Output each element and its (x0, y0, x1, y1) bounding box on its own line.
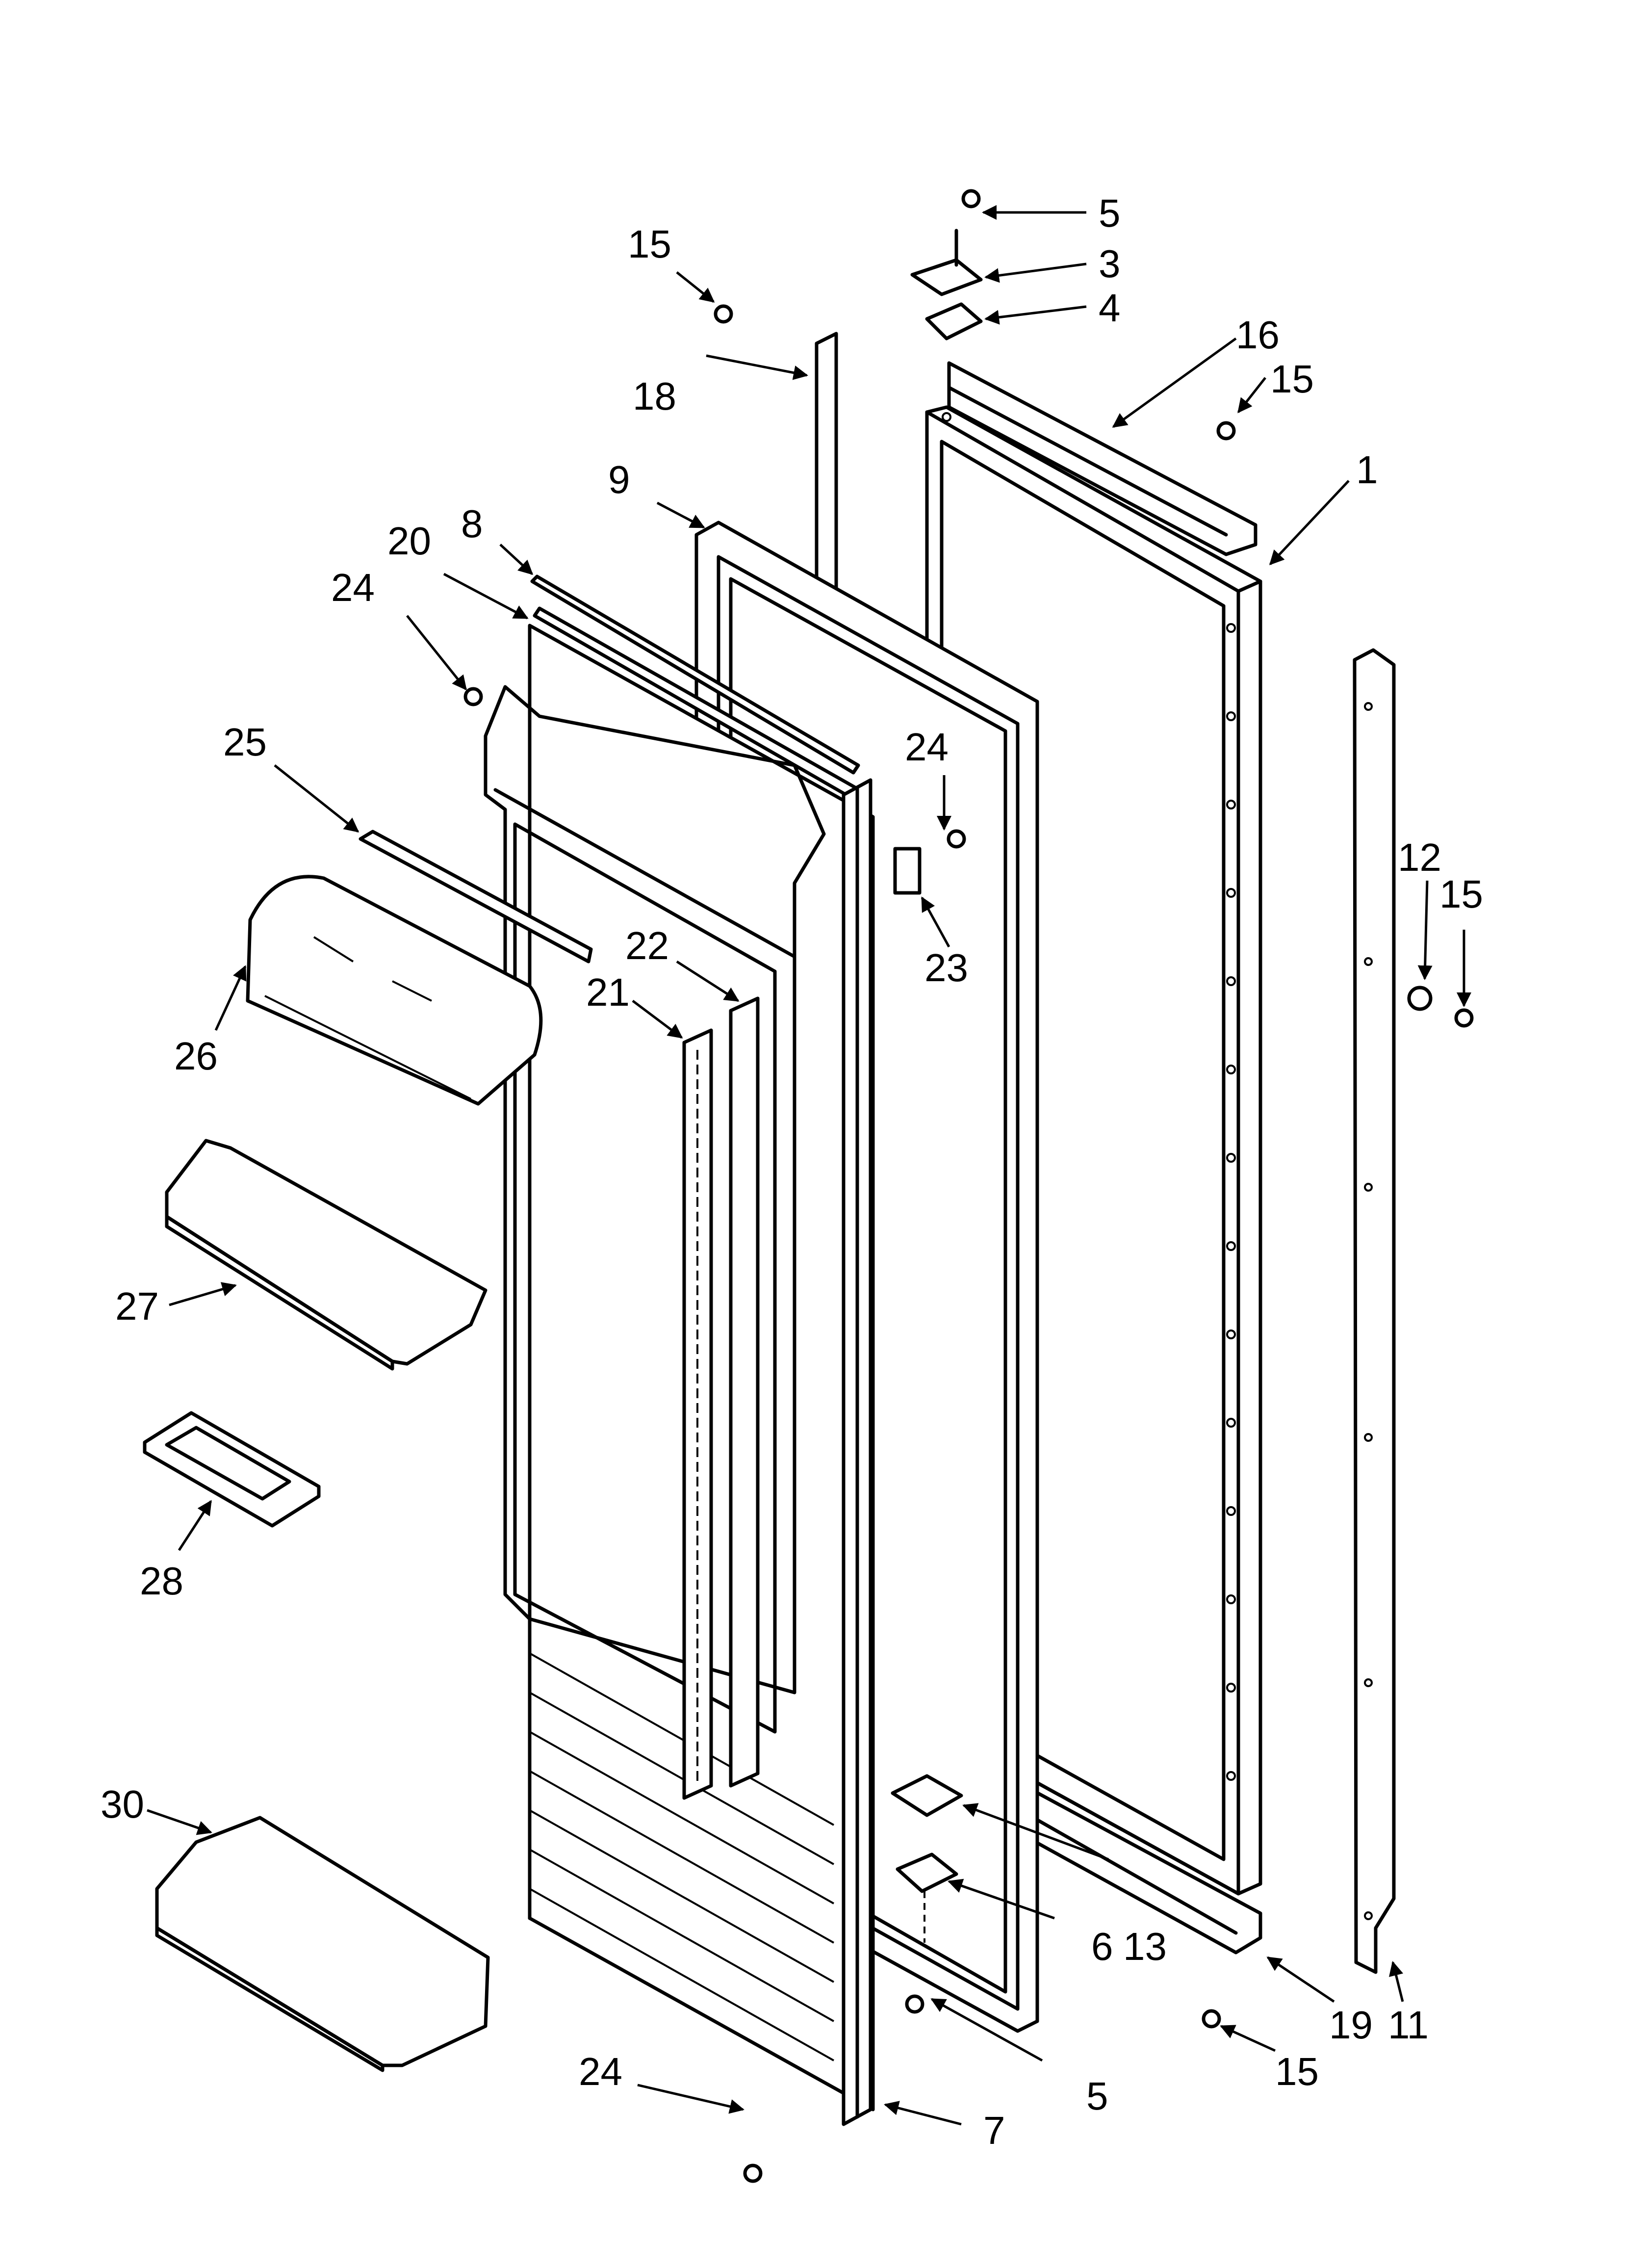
part-12-washer (1407, 986, 1433, 1011)
part-11-side-trim (1353, 648, 1396, 1974)
part-8-top-strip (530, 574, 860, 775)
callout-label: 8 (461, 502, 483, 546)
callout-label: 27 (115, 1284, 159, 1328)
part-13-bottom-hinge (891, 1774, 963, 1817)
callout-label: 5 (1086, 2074, 1108, 2118)
callout-label: 20 (387, 519, 431, 563)
callout-label: 30 (101, 1782, 144, 1826)
callout-label: 23 (924, 946, 968, 990)
callout-label: 6 (1091, 1925, 1113, 1968)
part-26-dairy-compartment (246, 875, 543, 1106)
part-23-bracket (893, 847, 922, 895)
callout-label: 22 (625, 924, 669, 967)
part-16-top-channel (947, 361, 1257, 556)
callout-label: 15 (628, 222, 671, 266)
callout-label: 19 (1329, 2003, 1373, 2047)
callout-label: 11 (1388, 2003, 1429, 2047)
callout-label: 3 (1099, 242, 1121, 286)
callout-label: 4 (1099, 286, 1121, 330)
callout-label: 7 (983, 2109, 1005, 2152)
part-25-rail (359, 830, 593, 964)
callout-label: 15 (1270, 357, 1314, 401)
callout-label: 24 (905, 725, 949, 769)
part-4-hinge-shim (925, 302, 983, 340)
leader-lines (147, 205, 1471, 2126)
callout-label: 15 (1439, 872, 1483, 916)
callout-label: 15 (1275, 2050, 1319, 2093)
callout-label: 5 (1099, 191, 1121, 235)
callout-label: 24 (579, 2050, 622, 2093)
part-21-shelf-rail (682, 1028, 713, 1800)
callout-label: 24 (331, 566, 375, 609)
part-27-door-bin (165, 1139, 487, 1371)
callout-label: 1 (1356, 448, 1378, 492)
callout-labels: 5 3 4 15 16 15 18 1 9 8 20 24 25 24 23 2… (101, 191, 1483, 2152)
part-28-tray (143, 1411, 321, 1528)
callout-label: 21 (586, 970, 630, 1014)
part-3-top-hinge (910, 229, 983, 296)
part-7-edge-trim (842, 778, 872, 2126)
door-liner (484, 624, 875, 2112)
callout-label: 16 (1236, 313, 1280, 357)
callout-label: 28 (140, 1559, 183, 1603)
callout-label: 12 (1398, 835, 1441, 879)
part-6-hinge-pin (896, 1852, 958, 1943)
callout-label: 25 (223, 720, 267, 764)
part-30-bottom-bin (155, 1816, 490, 2072)
part-22-shelf-rail (729, 996, 760, 1788)
callout-label: 9 (608, 458, 630, 501)
callout-label: 13 (1123, 1925, 1167, 1968)
screws (463, 189, 1474, 2183)
callout-label: 26 (174, 1034, 218, 1078)
callout-label: 18 (633, 374, 676, 418)
